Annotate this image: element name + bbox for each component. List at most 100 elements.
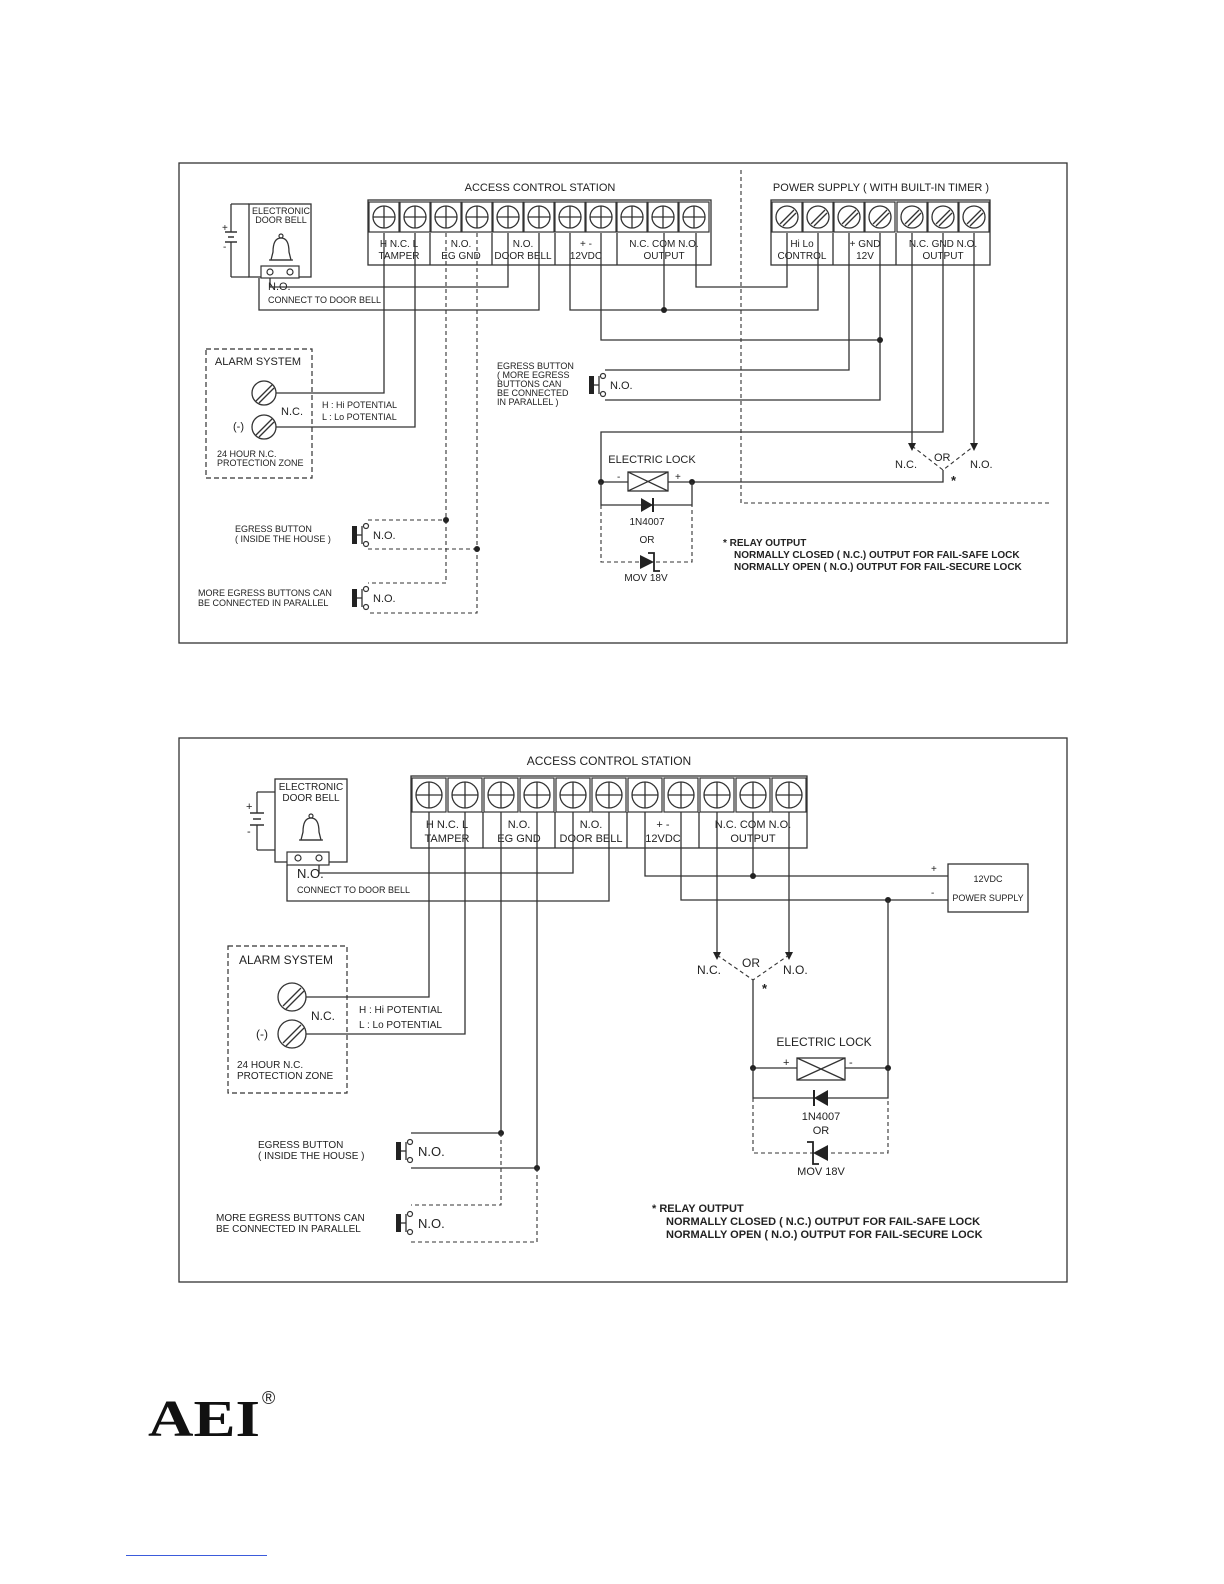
relay-or-label: OR — [934, 452, 951, 464]
relay2-or-label: OR — [742, 956, 760, 970]
alarm2-zone-2: PROTECTION ZONE — [237, 1071, 333, 1082]
alarm2-title: ALARM SYSTEM — [239, 953, 333, 967]
wire-12v-minus — [600, 233, 880, 341]
terminal-screw-icon — [399, 201, 431, 233]
tamper-label-2: TAMPER — [424, 833, 469, 845]
alarm-screw-icon — [251, 414, 277, 440]
note2-l3: NORMALLY OPEN ( N.O.) OUTPUT FOR FAIL-SE… — [666, 1229, 983, 1241]
alarm-neg-label: (-) — [233, 421, 244, 433]
door-bell-2: ELECTRONIC DOOR BELL + - N.O. CONNECT TO… — [246, 778, 410, 895]
egress-right-l5: IN PARALLEL ) — [497, 397, 559, 407]
alarm2-zone-1: 24 HOUR N.C. — [237, 1060, 303, 1071]
mov-icon — [813, 1145, 828, 1161]
diagram-2: ACCESS CONTROL STATION H N.C. L TAMPER N… — [178, 737, 1068, 1283]
egress-right-no: N.O. — [610, 380, 633, 392]
doorbell-label: DOOR BELL — [494, 251, 552, 262]
alarm-screw-icon — [277, 982, 307, 1012]
diagram-2-frame — [178, 737, 1068, 1283]
egress-in-l1: EGRESS BUTTON — [235, 524, 312, 534]
terminal-screw-icon — [368, 201, 400, 233]
wire2-psu-minus — [680, 812, 948, 901]
terminal-screw-icon — [585, 201, 617, 233]
psu-plus: + — [931, 864, 937, 875]
egress2-more-l2: BE CONNECTED IN PARALLEL — [216, 1224, 361, 1235]
terminal-screw-icon — [492, 201, 524, 233]
terminal-screw-icon — [771, 201, 803, 233]
note2-l2: NORMALLY CLOSED ( N.C.) OUTPUT FOR FAIL-… — [666, 1216, 980, 1228]
bell2-label-2: DOOR BELL — [282, 793, 340, 804]
diode-icon — [641, 498, 653, 512]
egress-right-l3: BUTTONS CAN — [497, 379, 561, 389]
bell2-no-label: N.O. — [297, 866, 324, 881]
diode-label: 1N4007 — [629, 517, 664, 528]
terminal-screw-icon — [663, 777, 699, 813]
egress-in-l2: ( INSIDE THE HOUSE ) — [235, 534, 331, 544]
lock-plus: + — [675, 472, 681, 483]
terminal-screw-icon — [447, 777, 483, 813]
terminal-screw-icon — [461, 201, 493, 233]
terminal-screw-icon — [411, 777, 447, 813]
push-button-icon — [588, 372, 607, 398]
power-label-2: 12VDC — [645, 833, 681, 845]
lock2-title: ELECTRIC LOCK — [776, 1035, 871, 1049]
diode2-label: 1N4007 — [802, 1111, 841, 1123]
door-bell: ELECTRONIC DOOR BELL + - N.O. CONNECT TO… — [222, 203, 381, 305]
lock2-or-label: OR — [813, 1125, 830, 1137]
note2-l1: * RELAY OUTPUT — [652, 1203, 744, 1215]
power-supply-boundary — [740, 170, 1052, 504]
wire-gnd — [605, 233, 881, 401]
alarm-system: ALARM SYSTEM N.C. (-) 24 HOUR N.C. PROTE… — [205, 348, 397, 479]
wire2-tamper-l — [306, 812, 466, 1035]
power-pins-label-2: + - — [656, 819, 669, 831]
electric-lock-2: ELECTRIC LOCK + - 1N4007 OR MOV 18V — [750, 1035, 891, 1178]
mov2-label: MOV 18V — [797, 1166, 845, 1178]
egress-no-label-2: N.O. — [508, 819, 531, 831]
terminal-screw-icon — [430, 201, 462, 233]
terminal-screw-icon — [927, 201, 959, 233]
terminal-screw-icon — [555, 777, 591, 813]
wire-tamper-h — [276, 233, 385, 394]
alarm2-neg-label: (-) — [256, 1027, 268, 1041]
relay2-star: * — [762, 981, 768, 996]
terminal-screw-icon — [802, 201, 834, 233]
power-pins-label: + - — [580, 239, 592, 250]
egress-button-more: N.O. MORE EGRESS BUTTONS CAN BE CONNECTE… — [198, 585, 396, 611]
relay-nc-label: N.C. — [895, 459, 917, 471]
doorbell-label-2: DOOR BELL — [560, 833, 623, 845]
terminal-screw-icon — [523, 201, 555, 233]
acs-title-2: ACCESS CONTROL STATION — [527, 754, 691, 768]
egress-label-2: EG GND — [497, 833, 540, 845]
registered-mark: ® — [262, 1388, 275, 1408]
logo-text: AEI — [148, 1391, 260, 1448]
diagram-1-frame — [178, 162, 1068, 644]
wire2-psu-plus — [644, 812, 948, 877]
egress-more-l2: BE CONNECTED IN PARALLEL — [198, 598, 328, 608]
footer-link-underline[interactable] — [126, 1555, 267, 1556]
relay-selector — [911, 445, 975, 471]
terminal-screw-icon — [896, 201, 928, 233]
wire-egress-right — [605, 233, 850, 371]
egress-label: EG GND — [441, 251, 480, 262]
bell-connect-label: CONNECT TO DOOR BELL — [268, 295, 381, 305]
alarm-title: ALARM SYSTEM — [215, 356, 301, 368]
note-l3: NORMALLY OPEN ( N.O.) OUTPUT FOR FAIL-SE… — [734, 562, 1023, 573]
ps-power-pins-label: + GND — [850, 239, 881, 250]
egress-no-label: N.O. — [451, 239, 472, 250]
wire-relay-lock — [692, 470, 944, 483]
egress2-in-l1: EGRESS BUTTON — [258, 1140, 343, 1151]
tamper-label: TAMPER — [379, 251, 420, 262]
wire2-egress-eg — [411, 812, 502, 1134]
relay-no-label: N.O. — [970, 459, 993, 471]
acs-title: ACCESS CONTROL STATION — [465, 182, 616, 194]
wire-ps-gnd-lock — [600, 233, 944, 482]
alarm2-hi-label: H : Hi POTENTIAL — [359, 1005, 443, 1016]
wire-control — [695, 233, 788, 288]
egress2-more-no: N.O. — [418, 1216, 445, 1231]
egress-more-no: N.O. — [373, 593, 396, 605]
wire2-egress-more-gnd — [411, 1168, 538, 1243]
relay-star: * — [951, 473, 957, 488]
alarm-screw-icon — [277, 1019, 307, 1049]
wire2-egress-gnd — [411, 812, 538, 1169]
bell2-label-1: ELECTRONIC — [279, 782, 343, 793]
alarm-nc-label: N.C. — [281, 406, 303, 418]
